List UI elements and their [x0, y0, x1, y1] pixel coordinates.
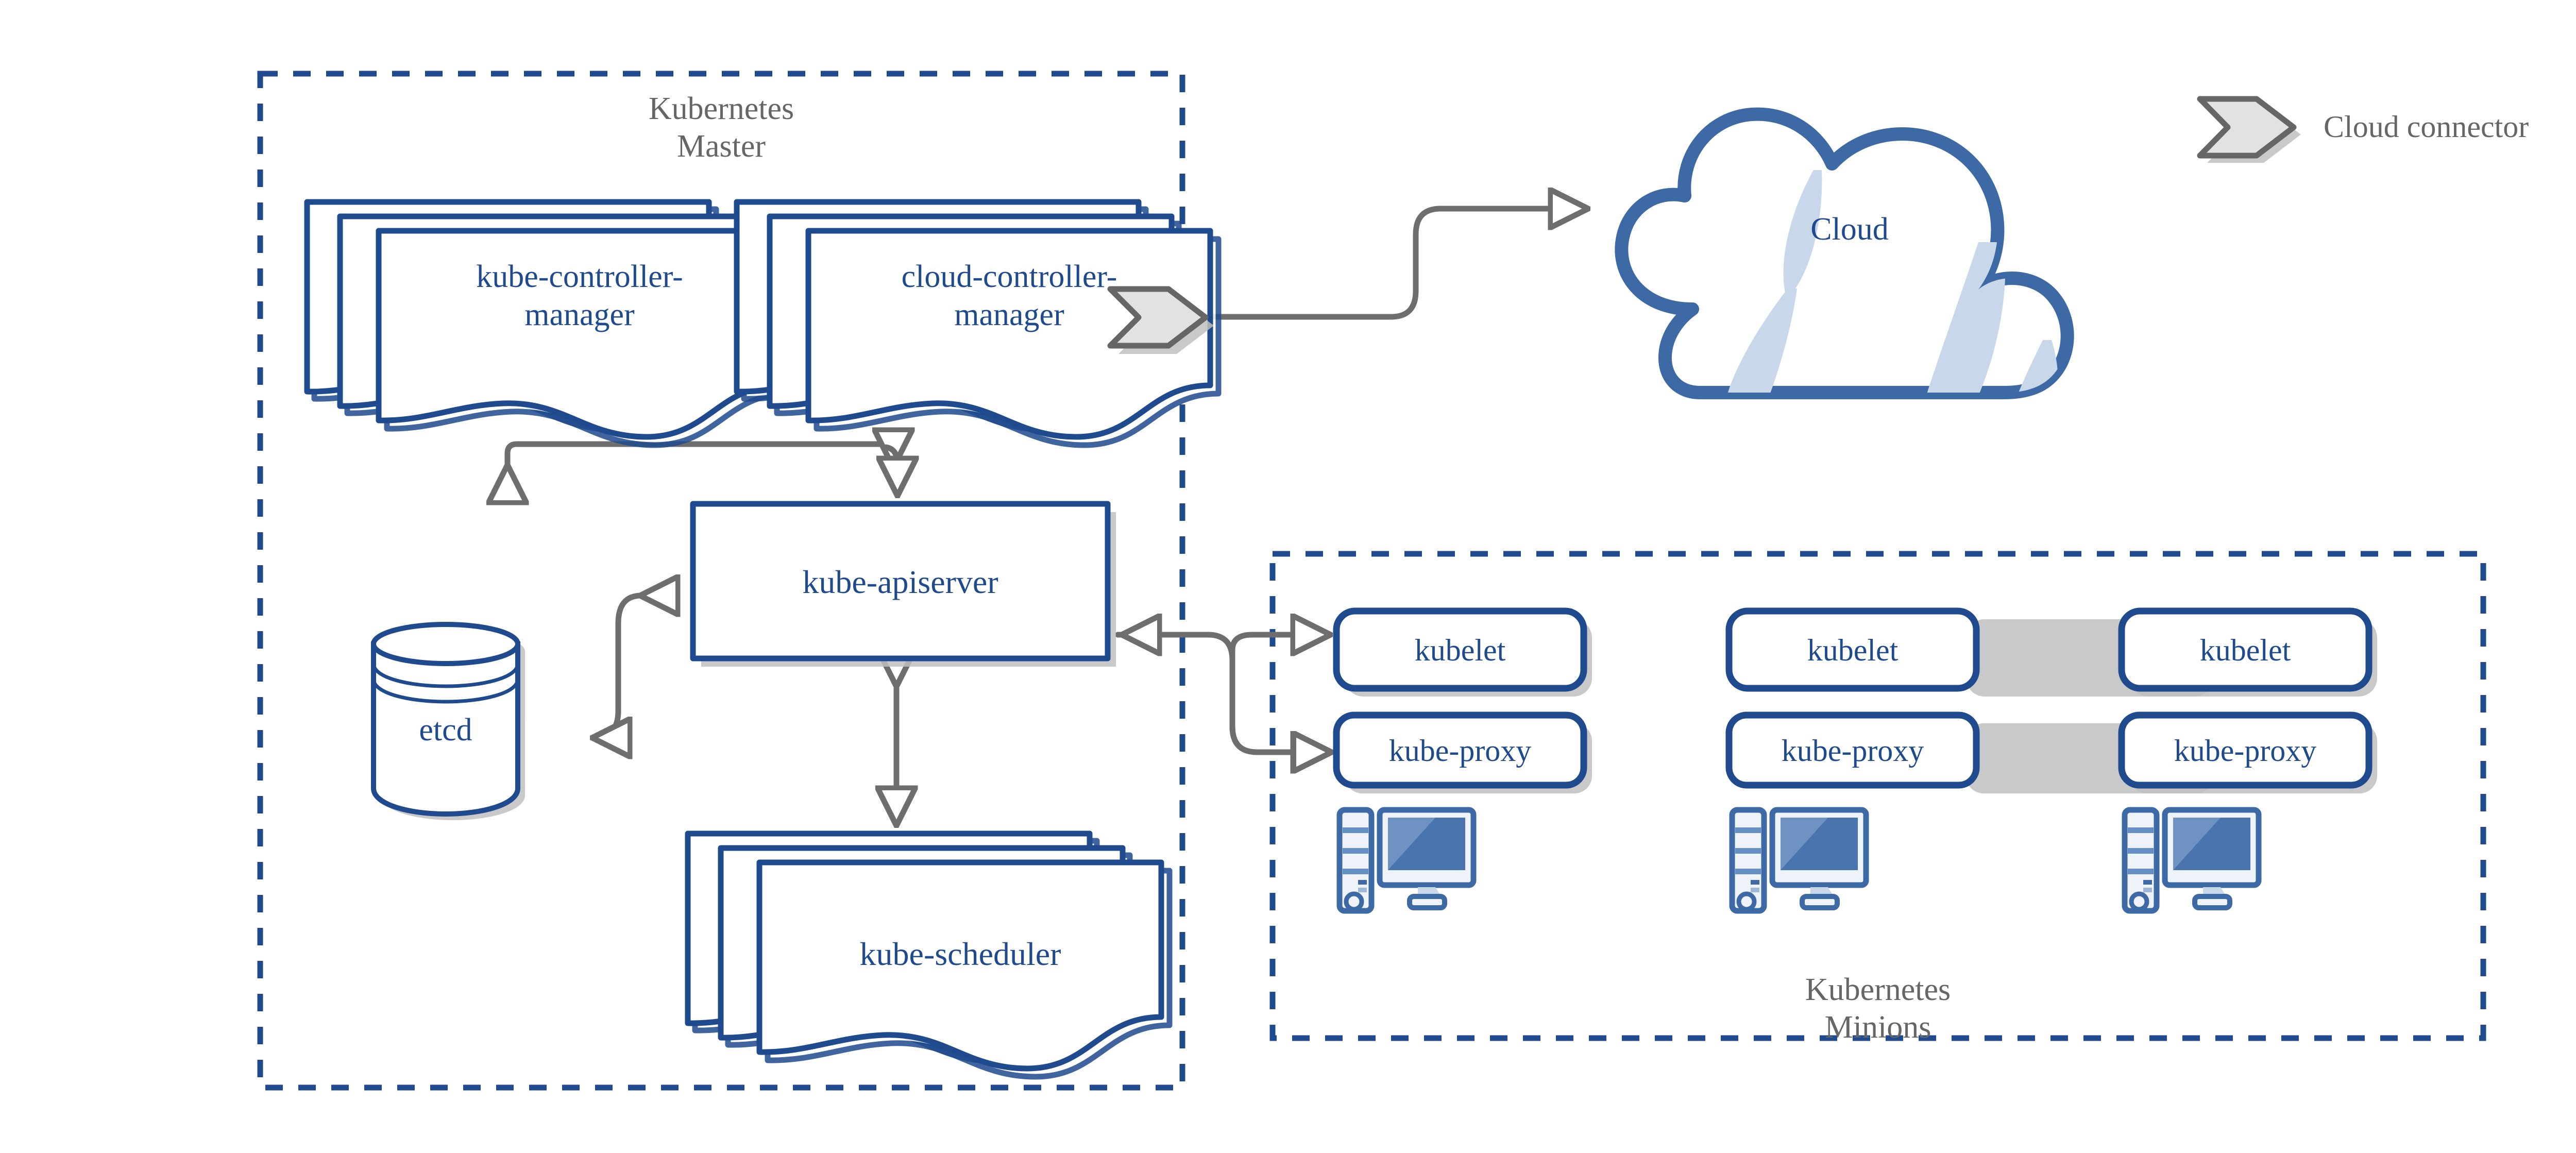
node-etcd [371, 622, 525, 820]
node-cloud [1615, 107, 2074, 399]
computer-icon [1340, 810, 1473, 911]
group-box-minions [1269, 551, 2486, 1041]
minion-3 [2118, 607, 2377, 911]
kubelet-box [2118, 607, 2372, 692]
kube-proxy-box [2118, 711, 2372, 789]
computer-icon [2125, 810, 2259, 911]
connector-apiserver-minions [1115, 635, 1330, 752]
computer-icon [1732, 810, 1866, 911]
node-kube-apiserver [690, 501, 1116, 667]
minion-1 [1333, 607, 1592, 911]
kube-proxy-box [1725, 711, 1980, 789]
connector-apiserver-controllers [507, 444, 903, 495]
kube-proxy-box [1333, 711, 1587, 789]
cloud-connector-icon [2197, 96, 2301, 163]
kubelet-box [1725, 607, 1980, 692]
kubelet-box [1333, 607, 1587, 692]
node-kube-scheduler [688, 834, 1170, 1077]
node-kube-controller-manager [307, 202, 789, 445]
cloud-connector-icon-inline [1107, 286, 1214, 354]
connector-apiserver-etcd [594, 596, 641, 738]
group-box-master [257, 71, 1185, 1091]
connector-cloudcontroller-cloud [1197, 209, 1587, 320]
